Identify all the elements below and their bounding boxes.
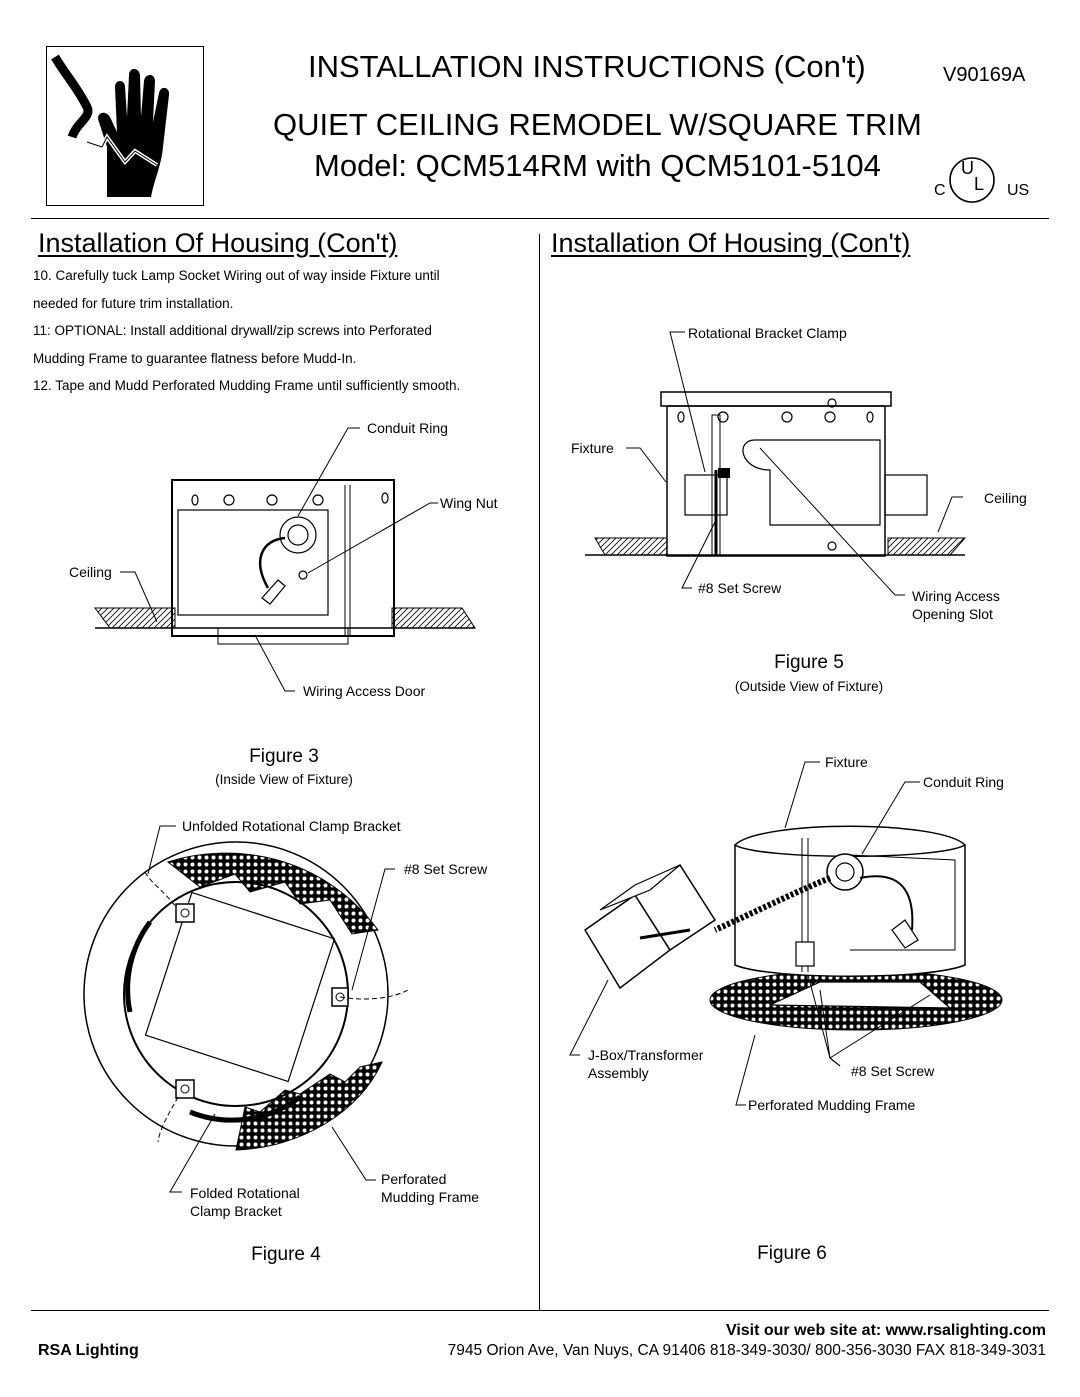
electrical-hazard-logo xyxy=(46,46,204,206)
footer-divider xyxy=(31,1310,1049,1311)
fig4-perforated-label-2: Mudding Frame xyxy=(381,1189,480,1205)
step-line: 11: OPTIONAL: Install additional drywall… xyxy=(33,323,432,338)
fig6-jbox-label-1: J-Box/Transformer xyxy=(588,1047,704,1063)
fig6-mudding-frame-label: Perforated Mudding Frame xyxy=(748,1097,916,1113)
fig5-ceiling-label: Ceiling xyxy=(984,490,1027,506)
ul-right: US xyxy=(1007,182,1030,199)
figure3-drawing xyxy=(94,427,476,692)
figure6-drawing xyxy=(569,761,1003,1106)
fig4-unfolded-label: Unfolded Rotational Clamp Bracket xyxy=(182,818,401,834)
left-heading: Installation Of Housing (Con't) xyxy=(38,228,398,258)
figure3-subcaption: (Inside View of Fixture) xyxy=(215,772,353,787)
company-address: 7945 Orion Ave, Van Nuys, CA 91406 818-3… xyxy=(447,1342,1046,1359)
fig5-fixture-label: Fixture xyxy=(571,440,614,456)
ul-letter-l: L xyxy=(974,174,985,194)
fig6-set-screw-label: #8 Set Screw xyxy=(851,1063,935,1079)
website-link[interactable]: Visit our web site at: www.rsalighting.c… xyxy=(725,1322,1046,1339)
figure4-drawing xyxy=(83,825,409,1193)
step-line: 12. Tape and Mudd Perforated Mudding Fra… xyxy=(33,378,461,393)
ul-left: C xyxy=(934,182,946,199)
fig4-folded-label-2: Clamp Bracket xyxy=(190,1203,282,1219)
page-title: INSTALLATION INSTRUCTIONS (Con't) xyxy=(308,49,866,84)
company-name: RSA Lighting xyxy=(38,1342,139,1359)
figure5-subcaption: (Outside View of Fixture) xyxy=(734,679,884,694)
install-steps: 10. Carefully tuck Lamp Socket Wiring ou… xyxy=(33,262,460,400)
ul-circle-icon xyxy=(949,157,995,203)
figure4-caption: Figure 4 xyxy=(251,1244,321,1265)
figure3-caption: Figure 3 xyxy=(249,746,319,767)
figure5-caption: Figure 5 xyxy=(774,652,844,673)
step-line: 10. Carefully tuck Lamp Socket Wiring ou… xyxy=(33,268,440,283)
fig3-conduit-ring-label: Conduit Ring xyxy=(367,420,448,436)
doc-code: V90169A xyxy=(943,64,1026,86)
step-line: Mudding Frame to guarantee flatness befo… xyxy=(33,350,357,366)
figure5-drawing xyxy=(585,331,967,596)
fig4-folded-label-1: Folded Rotational xyxy=(190,1185,300,1201)
fig3-ceiling-label: Ceiling xyxy=(69,564,112,580)
fig5-wiring-slot-label-2: Opening Slot xyxy=(912,606,993,622)
fig4-set-screw-label: #8 Set Screw xyxy=(404,861,488,877)
header-divider xyxy=(31,218,1049,219)
fig5-bracket-clamp-label: Rotational Bracket Clamp xyxy=(688,325,847,341)
fig6-jbox-label-2: Assembly xyxy=(588,1065,649,1081)
fig6-conduit-ring-label: Conduit Ring xyxy=(923,774,1004,790)
figure6-caption: Figure 6 xyxy=(757,1243,827,1264)
fig6-fixture-label: Fixture xyxy=(825,754,868,770)
fig3-wing-nut-label: Wing Nut xyxy=(440,495,498,511)
fig5-wiring-slot-label-1: Wiring Access xyxy=(912,588,1000,604)
fig3-wiring-door-label: Wiring Access Door xyxy=(303,683,426,699)
product-subtitle: QUIET CEILING REMODEL W/SQUARE TRIM xyxy=(273,107,922,142)
ul-mark: C U L US xyxy=(934,152,1038,208)
fig5-set-screw-label: #8 Set Screw xyxy=(698,580,782,596)
column-divider xyxy=(539,234,540,1310)
hand-shock-icon xyxy=(51,54,170,197)
model-line: Model: QCM514RM with QCM5101-5104 xyxy=(314,148,881,183)
fig4-perforated-label-1: Perforated xyxy=(381,1171,447,1187)
step-line: needed for future trim installation. xyxy=(33,295,234,311)
ul-letter-u: U xyxy=(961,158,974,178)
right-heading: Installation Of Housing (Con't) xyxy=(551,228,911,258)
